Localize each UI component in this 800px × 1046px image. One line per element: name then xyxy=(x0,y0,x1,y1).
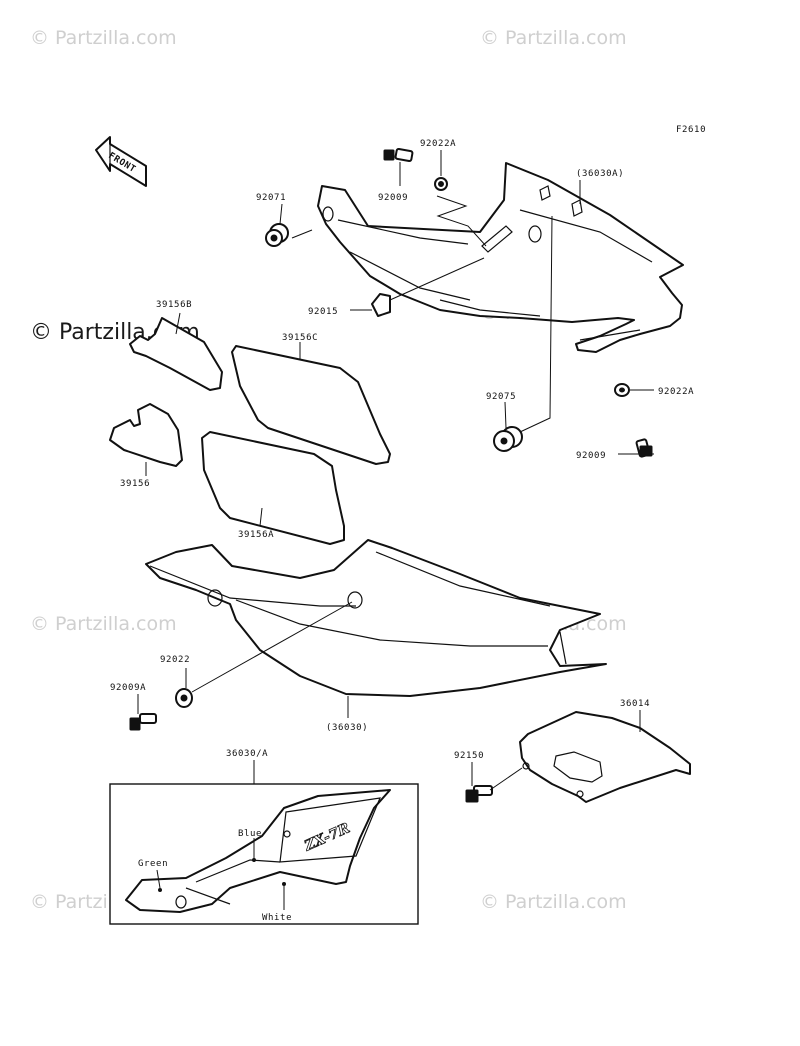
lower-tail-cover xyxy=(145,539,607,697)
part-label: (36030) xyxy=(326,723,368,733)
pad-39156b xyxy=(129,317,223,391)
front-arrow-icon: FRONT xyxy=(95,136,147,187)
part-label: 92009A xyxy=(110,683,146,693)
pad-39156a xyxy=(201,431,345,545)
part-label: 36030/A xyxy=(226,749,268,759)
pad-39156c xyxy=(231,345,391,465)
watermark: © Partzilla.com xyxy=(480,27,627,49)
upper-tail-cover xyxy=(317,162,684,353)
figure-code: F2610 xyxy=(676,125,706,135)
part-label: 92015 xyxy=(308,307,338,317)
part-label: 39156C xyxy=(282,333,318,343)
washer-92022 xyxy=(175,688,193,708)
bolt-92150 xyxy=(465,785,493,803)
part-label: 92075 xyxy=(486,392,516,402)
part-label: 92022 xyxy=(160,655,190,665)
part-label: (36030A) xyxy=(576,169,624,179)
part-label: 92150 xyxy=(454,751,484,761)
watermark: © Partzilla.com xyxy=(480,891,627,913)
pad-39156 xyxy=(109,403,183,467)
watermark: © Partzilla.com xyxy=(30,27,177,49)
side-bracket-36014 xyxy=(519,711,691,803)
grommet-92071 xyxy=(265,223,289,247)
part-label: 92071 xyxy=(256,193,286,203)
washer-92022a-lower xyxy=(614,383,630,397)
decal-inset: ZX-7R Blue Green White xyxy=(109,783,419,925)
part-label: 39156B xyxy=(156,300,192,310)
washer-92022a xyxy=(434,177,448,191)
part-label: 92022A xyxy=(420,139,456,149)
part-label: 39156A xyxy=(238,530,274,540)
part-labels: 92022A 92009 (36030A) 92071 92015 39156B… xyxy=(110,139,694,761)
part-label: 39156 xyxy=(120,479,150,489)
clip-92015 xyxy=(371,293,391,317)
leader-lines xyxy=(137,150,654,791)
decal-blue-label: Blue xyxy=(238,829,262,839)
decal-white-label: White xyxy=(262,913,292,923)
part-label: 92009 xyxy=(576,451,606,461)
part-label: 92022A xyxy=(658,387,694,397)
bolt-92009 xyxy=(383,148,414,162)
bolt-92009a xyxy=(129,713,157,731)
part-label: 92009 xyxy=(378,193,408,203)
grommet-92075 xyxy=(493,426,523,452)
decal-green-label: Green xyxy=(138,859,168,869)
part-label: 36014 xyxy=(620,699,650,709)
watermark: © Partzilla.com xyxy=(30,613,177,635)
